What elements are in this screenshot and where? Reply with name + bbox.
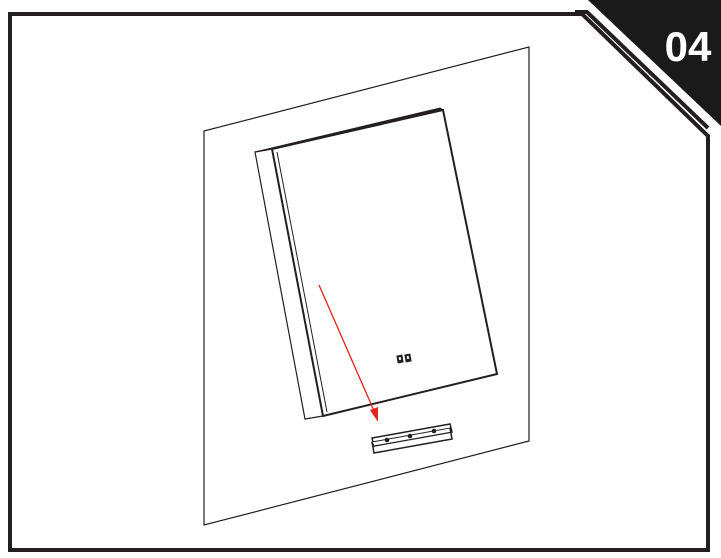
step-frame bbox=[8, 12, 710, 552]
step-badge: 04 bbox=[575, 0, 721, 130]
red-arrow-down-icon bbox=[318, 284, 378, 422]
wall-bracket-with-screws-icon bbox=[371, 423, 453, 454]
step-number: 04 bbox=[665, 23, 712, 70]
mirror-cabinet bbox=[254, 107, 499, 420]
touch-sensor-icons bbox=[396, 353, 412, 364]
cabinet-front bbox=[270, 108, 499, 418]
cabinet-bevel bbox=[276, 151, 328, 413]
